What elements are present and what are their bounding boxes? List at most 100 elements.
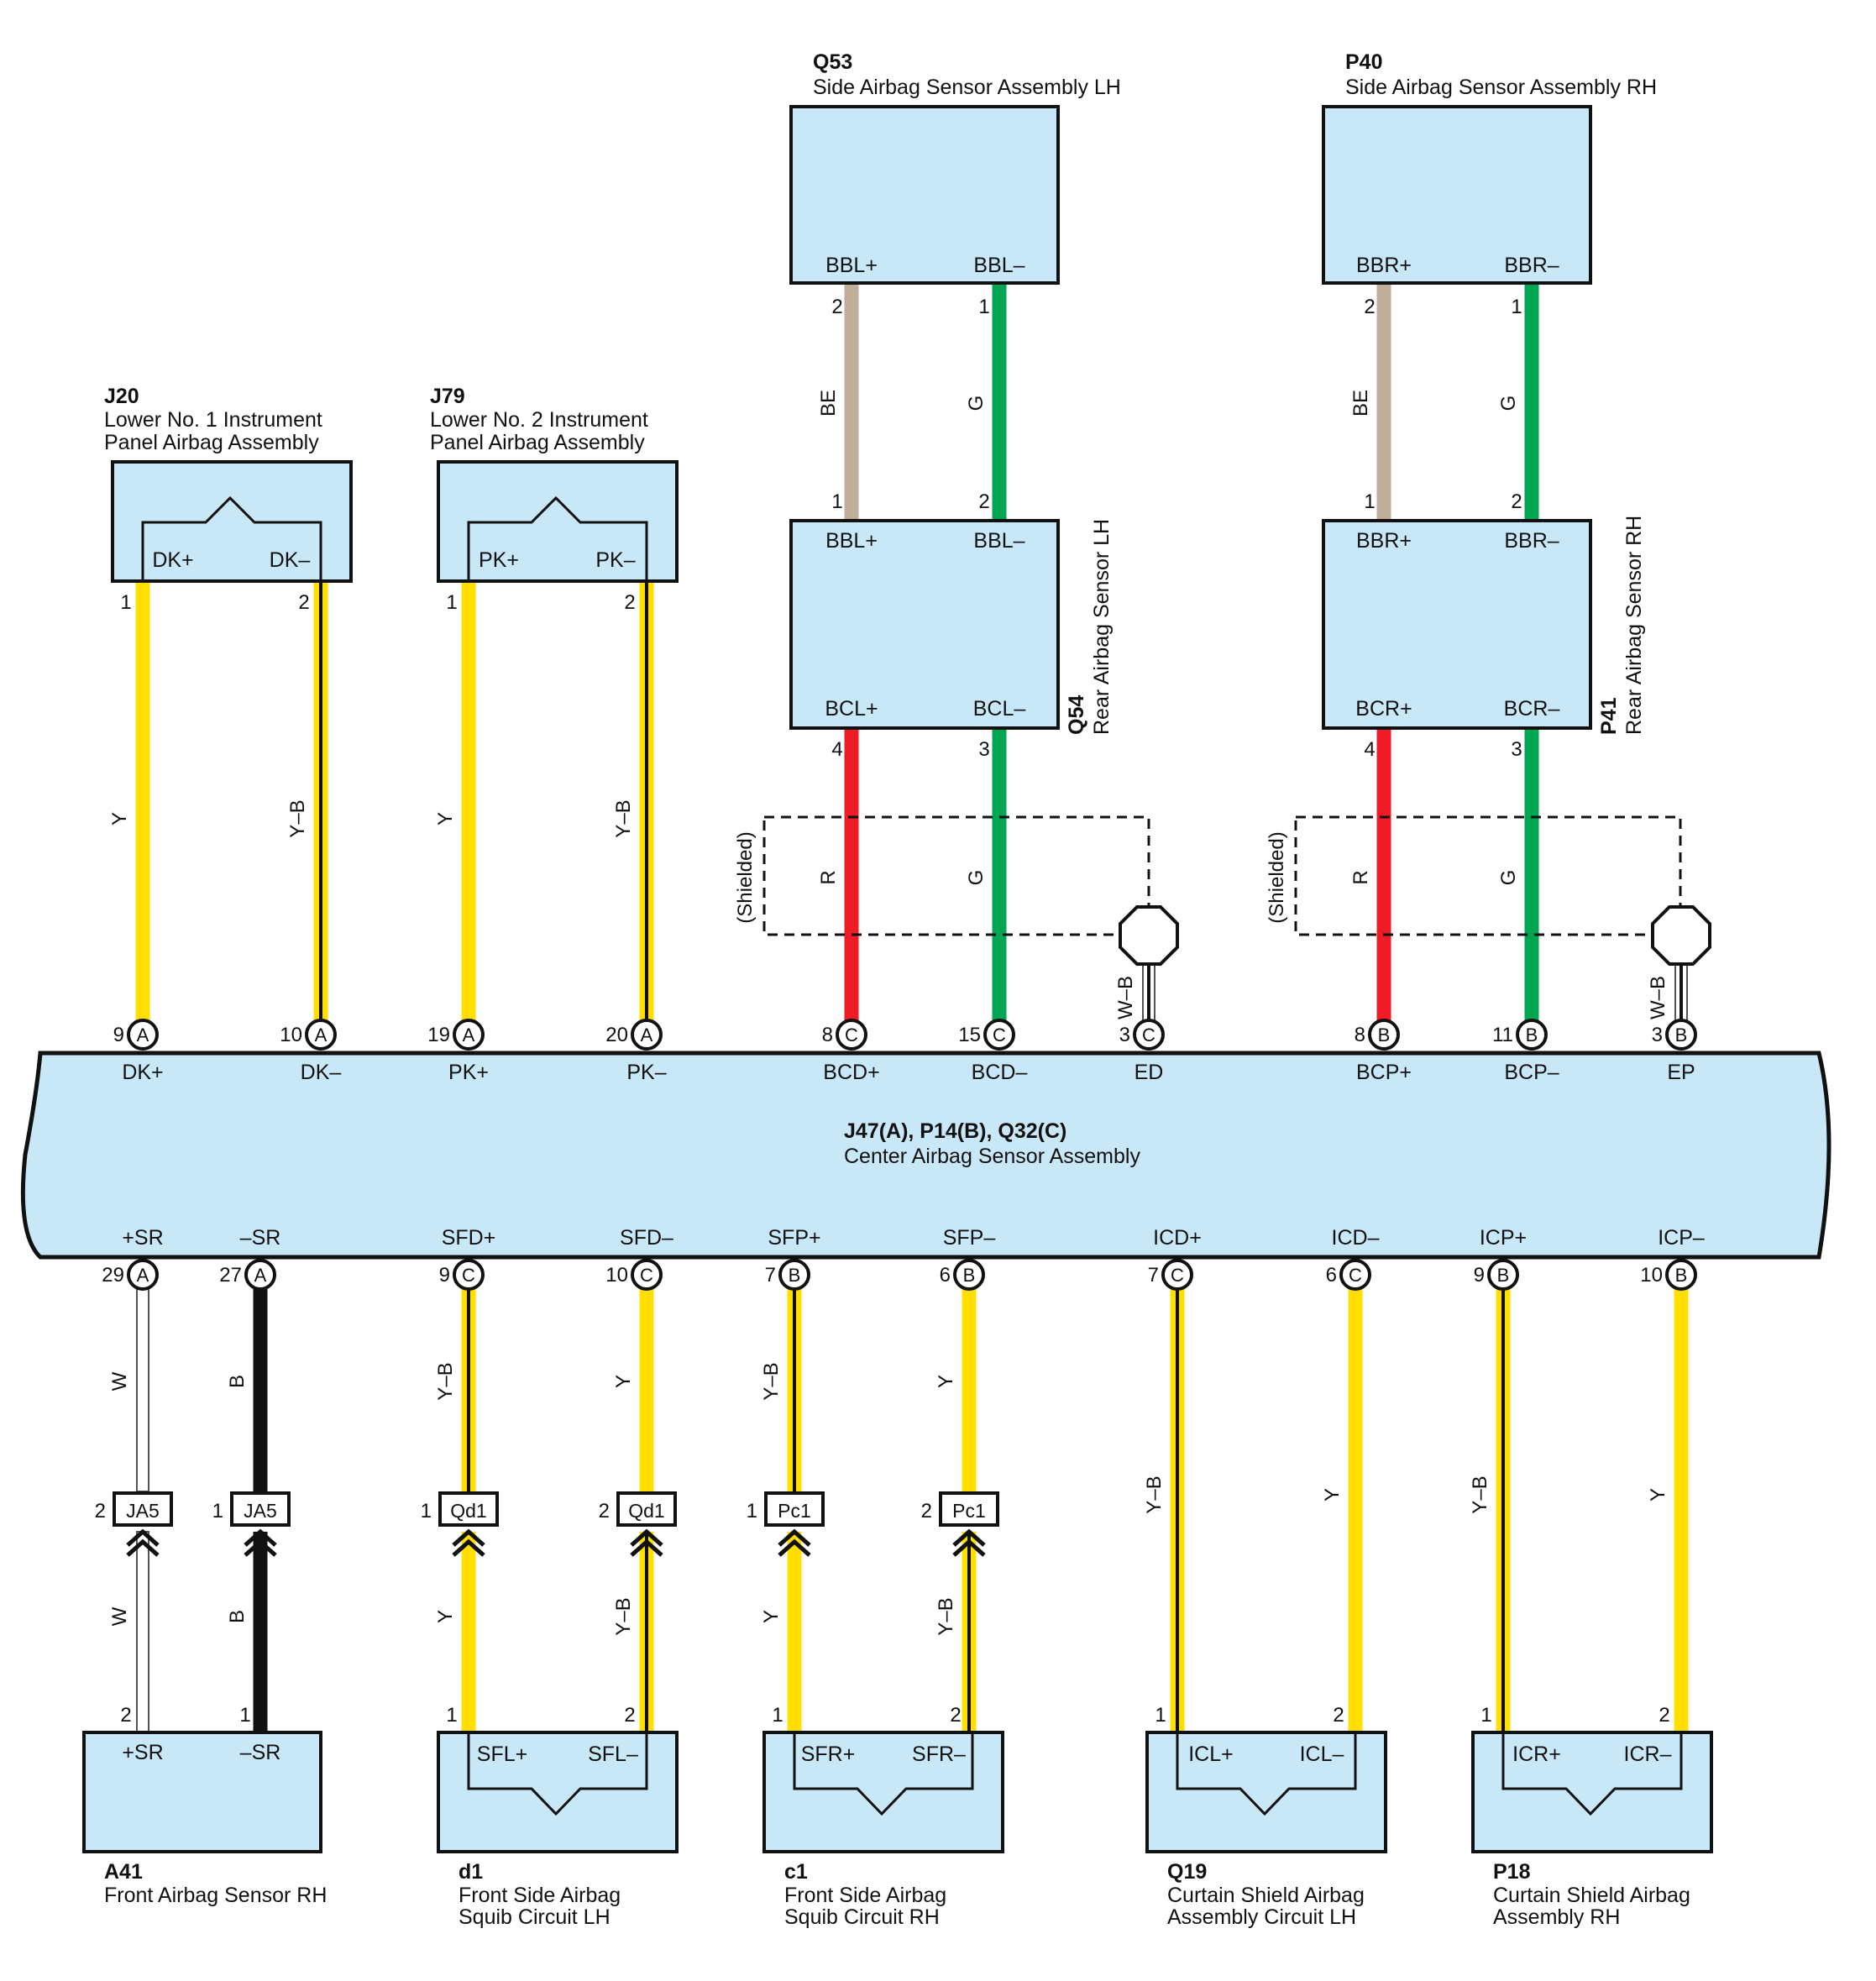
connector-letter: C <box>640 1265 653 1286</box>
terminal-label: ICR– <box>1624 1743 1672 1766</box>
center-pin-sfdplus: C9 SFD+ <box>439 1226 496 1291</box>
connector-code: JA5 <box>126 1500 160 1522</box>
wire-label-q54-minus: G <box>965 870 988 886</box>
pin-number: 4 <box>1364 738 1375 761</box>
wire-label-bottom-upper-8: Y <box>1321 1488 1344 1501</box>
component-name: Squib Circuit LH <box>459 1905 610 1929</box>
shield-lh <box>762 815 1150 936</box>
component-name: Curtain Shield Airbag <box>1167 1884 1365 1907</box>
connector-letter: C <box>1171 1265 1184 1286</box>
wire-label-ground-lh: W–B <box>1114 976 1137 1019</box>
terminal-label: PK– <box>626 1061 666 1084</box>
pin-number: 1 <box>239 1704 250 1727</box>
terminal-label: BCL+ <box>825 697 878 721</box>
connector-letter: C <box>462 1265 475 1286</box>
shielded-label-lh: (Shielded) <box>734 831 757 923</box>
wire-label-top-1: Y <box>108 812 131 825</box>
component-p40: P40 Side Airbag Sensor Assembly RH BBR+ … <box>1322 50 1657 318</box>
component-name: Panel Airbag Assembly <box>104 431 319 454</box>
pin-number: 2 <box>624 591 635 614</box>
pin-number: 1 <box>120 591 131 614</box>
pin-number: 1 <box>1480 1704 1491 1727</box>
component-name: Rear Airbag Sensor LH <box>1090 519 1114 735</box>
terminal-label: DK– <box>301 1061 342 1084</box>
pin-number: 27 <box>219 1264 242 1287</box>
pin-number: 1 <box>747 1500 757 1522</box>
connector-letter: C <box>1349 1265 1362 1286</box>
terminal-label: DK+ <box>122 1061 163 1084</box>
terminal-label: SFR+ <box>801 1743 856 1766</box>
terminal-label: SFD+ <box>442 1226 496 1250</box>
terminal-label: PK– <box>595 548 635 572</box>
wires <box>135 283 1689 1733</box>
chevron-up-icon <box>452 1528 485 1547</box>
chevron-up-icon <box>952 1538 986 1557</box>
pin-number: 29 <box>102 1264 124 1287</box>
chevron-up-icon <box>630 1538 663 1557</box>
wire-label-bottom-lower-4: Y–B <box>612 1597 635 1635</box>
pin-number: 10 <box>1640 1264 1663 1287</box>
pin-number: 1 <box>212 1500 223 1522</box>
pin-number: 2 <box>1659 1704 1669 1727</box>
inline-connector-pc1-5: Pc1 1 <box>747 1491 825 1557</box>
component-name: Assembly RH <box>1493 1905 1620 1929</box>
wire-label-bottom-upper-9: Y–B <box>1469 1475 1491 1513</box>
component-name: Curtain Shield Airbag <box>1493 1884 1690 1907</box>
connector-letter: B <box>1675 1025 1688 1046</box>
connector-letter: A <box>641 1025 653 1046</box>
ground-symbol-lh <box>1119 905 1179 966</box>
pin-number: 1 <box>831 490 842 513</box>
pin-number: 1 <box>1511 296 1522 318</box>
pin-number: 2 <box>921 1500 932 1522</box>
wire-label-q53-minus: G <box>965 396 988 411</box>
terminal-label: BCD– <box>972 1061 1028 1084</box>
wire-label-ground-rh: W–B <box>1647 976 1669 1019</box>
pin-number: 2 <box>950 1704 961 1727</box>
component-name: Side Airbag Sensor Assembly RH <box>1345 76 1657 99</box>
connector-code: Pc1 <box>778 1500 811 1522</box>
wire-label-top-2: Y–B <box>286 799 309 837</box>
shield-rh <box>1294 815 1682 936</box>
pin-number: 7 <box>1148 1264 1159 1287</box>
component-code: P40 <box>1345 50 1382 74</box>
terminal-label: BBR+ <box>1356 529 1412 553</box>
component-name: Side Airbag Sensor Assembly LH <box>813 76 1121 99</box>
connector-letter: A <box>315 1025 328 1046</box>
pin-number: 6 <box>940 1264 951 1287</box>
chevron-up-icon <box>778 1538 811 1557</box>
terminal-label: PK+ <box>448 1061 489 1084</box>
terminal-label: +SR <box>122 1741 163 1764</box>
connector-letter: A <box>463 1025 475 1046</box>
component-code: A41 <box>104 1860 143 1884</box>
pin-number: 1 <box>446 1704 457 1727</box>
pin-number: 3 <box>1119 1024 1130 1046</box>
pin-number: 6 <box>1326 1264 1337 1287</box>
connector-code: Pc1 <box>952 1500 986 1522</box>
wire-label-bottom-lower-6: Y–B <box>935 1597 957 1635</box>
component-name: Lower No. 1 Instrument <box>104 408 322 432</box>
terminal-label: BCR+ <box>1355 697 1412 721</box>
pin-number: 20 <box>605 1024 628 1046</box>
wire-bottom-lower-1 <box>136 1531 149 1733</box>
pin-number: 9 <box>439 1264 450 1287</box>
pin-number: 15 <box>958 1024 981 1046</box>
wire-label-p41-plus: R <box>1349 870 1372 884</box>
terminal-label: –SR <box>240 1226 281 1250</box>
